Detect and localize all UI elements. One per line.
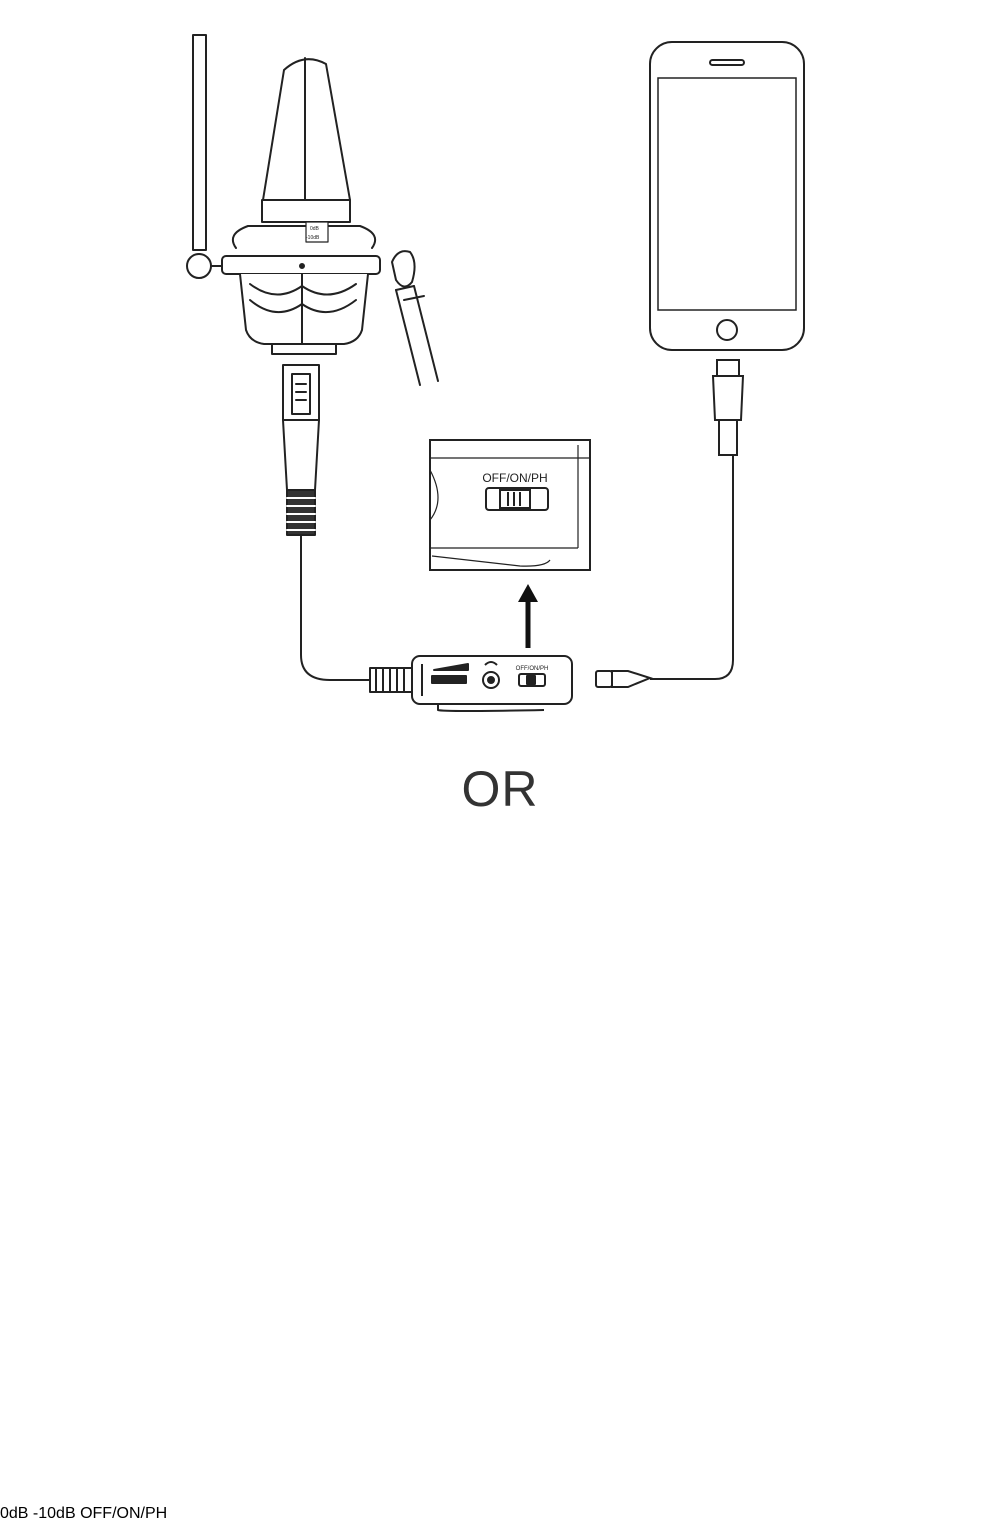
smartphone — [649, 41, 805, 351]
switch-detail-callout — [429, 439, 591, 571]
or-separator: OR — [461, 761, 539, 817]
bottom-mic-badge-top: 0dB — [0, 1505, 29, 1522]
mic-badge-top: 0dB — [310, 226, 320, 232]
callout-switch-label: OFF/ON/PH — [482, 471, 547, 485]
top-adapter-box — [369, 655, 573, 712]
top-output-connector — [595, 455, 734, 688]
lightning-connector — [711, 359, 745, 456]
bottom-mic-badge-bottom: -10dB — [32, 1505, 76, 1522]
top-microphone — [186, 34, 439, 536]
bottom-adapter-switch-label: OFF/ON/PH — [80, 1505, 168, 1522]
mic-badge-bottom: -10dB — [306, 235, 320, 241]
arrow-up-icon — [518, 584, 538, 648]
top-adapter-switch-label: OFF/ON/PH — [516, 666, 549, 672]
bottom-xlr-cable: OFF/ON/PH — [80, 1505, 167, 1522]
top-xlr-cable — [300, 535, 370, 681]
